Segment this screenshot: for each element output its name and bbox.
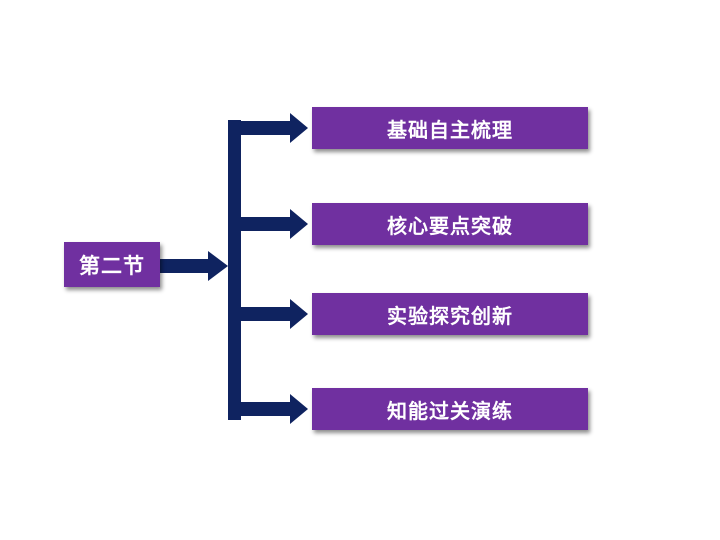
item-box-2[interactable]: 核心要点突破 xyxy=(312,203,588,245)
item-label-1: 基础自主梳理 xyxy=(387,117,513,142)
item-box-3[interactable]: 实验探究创新 xyxy=(312,293,588,335)
branch-arrow-2 xyxy=(236,209,308,239)
item-box-1[interactable]: 基础自主梳理 xyxy=(312,107,588,149)
item-label-4: 知能过关演练 xyxy=(387,398,513,423)
item-box-4[interactable]: 知能过关演练 xyxy=(312,388,588,430)
branch-arrow-4 xyxy=(236,394,308,424)
root-arrow xyxy=(160,251,228,281)
item-label-2: 核心要点突破 xyxy=(387,213,513,238)
branch-arrow-1 xyxy=(236,113,308,143)
root-box[interactable]: 第二节 xyxy=(64,242,160,287)
root-label: 第二节 xyxy=(79,253,145,278)
item-label-3: 实验探究创新 xyxy=(387,303,513,328)
branch-arrow-3 xyxy=(236,299,308,329)
trunk-line xyxy=(228,120,241,420)
